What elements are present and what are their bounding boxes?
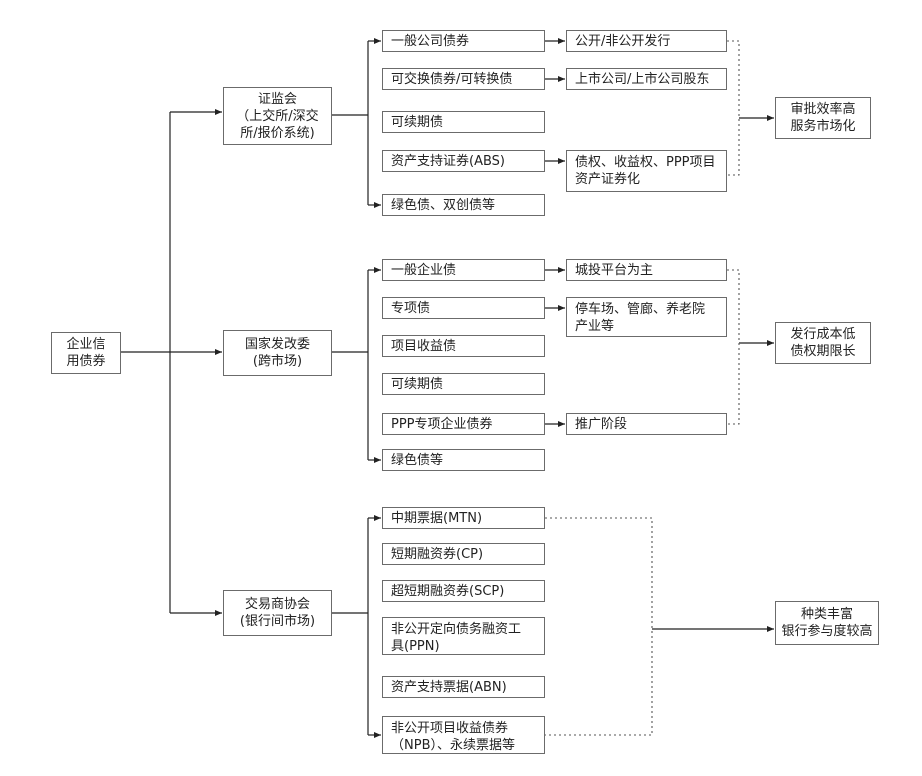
ndrc-note-promotion: 推广阶段: [566, 413, 727, 435]
csrc-item-label: 一般公司债券: [391, 33, 470, 49]
nafmii-summary-line2: 银行参与度较高: [781, 624, 873, 639]
csrc-note-listed-company: 上市公司/上市公司股东: [566, 68, 727, 90]
regulator-ndrc: 国家发改委 (跨市场): [223, 330, 332, 376]
root-label-line1: 企业信: [66, 337, 106, 352]
ndrc-item-enterprise-bond: 一般企业债: [382, 259, 545, 281]
csrc-summary-line2: 服务市场化: [790, 119, 856, 134]
csrc-note-label-line2: 资产证券化: [575, 172, 641, 187]
nafmii-item-label-line2: 具(PPN): [391, 639, 440, 654]
csrc-item-label: 可交换债券/可转换债: [391, 71, 513, 87]
nafmii-item-label: 超短期融资券(SCP): [391, 583, 505, 599]
nafmii-item-ppn: 非公开定向债务融资工 具(PPN): [382, 617, 545, 655]
csrc-item-exchangeable-convertible: 可交换债券/可转换债: [382, 68, 545, 90]
csrc-item-label: 绿色债、双创债等: [391, 197, 496, 213]
ndrc-note-label-line2: 产业等: [575, 319, 615, 334]
csrc-note-label: 上市公司/上市公司股东: [575, 71, 710, 87]
nafmii-item-mtn: 中期票据(MTN): [382, 507, 545, 529]
csrc-note-public-private: 公开/非公开发行: [566, 30, 727, 52]
nafmii-item-label: 资产支持票据(ABN): [391, 679, 507, 695]
nafmii-item-abn: 资产支持票据(ABN): [382, 676, 545, 698]
ndrc-summary-line2: 债权期限长: [790, 344, 856, 359]
ndrc-summary-line1: 发行成本低: [790, 327, 856, 342]
nafmii-item-label-line2: （NPB）、永续票据等: [391, 738, 515, 753]
ndrc-item-ppp-bond: PPP专项企业债券: [382, 413, 545, 435]
ndrc-item-label: 可续期债: [391, 376, 444, 392]
ndrc-item-special-bond: 专项债: [382, 297, 545, 319]
nafmii-summary-line1: 种类丰富: [800, 607, 853, 622]
ndrc-item-label: PPP专项企业债券: [391, 416, 493, 432]
nafmii-item-scp: 超短期融资券(SCP): [382, 580, 545, 602]
ndrc-label-line1: 国家发改委: [244, 337, 310, 352]
csrc-item-green-bond: 绿色债、双创债等: [382, 194, 545, 216]
csrc-label-line2: （上交所/深交: [236, 108, 319, 124]
csrc-note-abs-detail: 债权、收益权、PPP项目 资产证券化: [566, 150, 727, 192]
ndrc-item-label: 专项债: [391, 300, 431, 316]
nafmii-summary: 种类丰富 银行参与度较高: [775, 601, 879, 645]
ndrc-label-line2: (跨市场): [252, 354, 303, 369]
csrc-summary: 审批效率高 服务市场化: [775, 97, 871, 139]
root-label-line2: 用债券: [66, 354, 106, 369]
csrc-item-perpetual-bond: 可续期债: [382, 111, 545, 133]
ndrc-note-label: 推广阶段: [575, 416, 628, 432]
ndrc-item-label: 项目收益债: [391, 338, 457, 354]
root-node: 企业信 用债券: [51, 332, 121, 374]
csrc-item-label: 可续期债: [391, 114, 444, 130]
ndrc-note-label-line1: 停车场、管廊、养老院: [575, 302, 706, 317]
ndrc-item-label: 绿色债等: [391, 452, 444, 468]
nafmii-item-label-line1: 非公开定向债务融资工: [391, 622, 522, 637]
csrc-item-label: 资产支持证券(ABS): [391, 153, 505, 169]
csrc-item-abs: 资产支持证券(ABS): [382, 150, 545, 172]
ndrc-item-label: 一般企业债: [391, 262, 457, 278]
csrc-label-line3: 所/报价系统): [240, 125, 315, 141]
csrc-label-line1: 证监会: [257, 91, 297, 107]
ndrc-item-project-revenue-bond: 项目收益债: [382, 335, 545, 357]
ndrc-note-label: 城投平台为主: [575, 262, 654, 278]
regulator-csrc: 证监会 （上交所/深交 所/报价系统): [223, 87, 332, 145]
ndrc-item-perpetual-bond: 可续期债: [382, 373, 545, 395]
csrc-note-label: 公开/非公开发行: [575, 33, 671, 49]
csrc-summary-line1: 审批效率高: [790, 102, 856, 117]
ndrc-item-green-bond: 绿色债等: [382, 449, 545, 471]
ndrc-note-special-sectors: 停车场、管廊、养老院 产业等: [566, 297, 727, 337]
nafmii-item-label: 中期票据(MTN): [391, 510, 483, 526]
csrc-item-general-corporate-bond: 一般公司债券: [382, 30, 545, 52]
nafmii-label-line2: (银行间市场): [239, 614, 316, 629]
csrc-note-label-line1: 债权、收益权、PPP项目: [575, 155, 716, 170]
regulator-nafmii: 交易商协会 (银行间市场): [223, 590, 332, 636]
nafmii-item-cp: 短期融资券(CP): [382, 543, 545, 565]
nafmii-item-npb: 非公开项目收益债券 （NPB）、永续票据等: [382, 716, 545, 754]
nafmii-label-line1: 交易商协会: [244, 597, 310, 612]
ndrc-summary: 发行成本低 债权期限长: [775, 322, 871, 364]
nafmii-item-label-line1: 非公开项目收益债券: [391, 721, 509, 736]
ndrc-note-lgfv: 城投平台为主: [566, 259, 727, 281]
nafmii-item-label: 短期融资券(CP): [391, 546, 484, 562]
